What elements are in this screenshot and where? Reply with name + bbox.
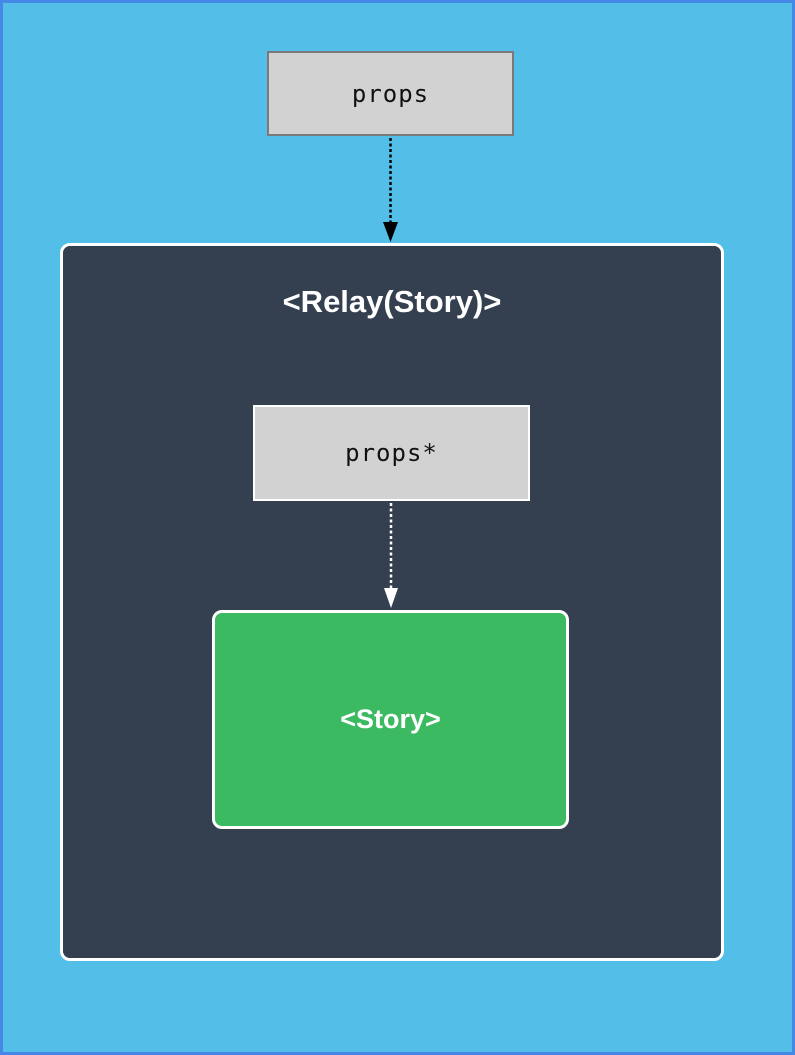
props-node-label: props: [351, 79, 430, 108]
arrow-down-icon: [383, 138, 398, 242]
props-node: props: [267, 51, 514, 136]
relay-container-node: <Relay(Story)> props* <Story>: [60, 243, 724, 961]
relay-container-title: <Relay(Story)>: [282, 284, 502, 319]
props-star-node: props*: [253, 405, 530, 501]
story-node: <Story>: [212, 610, 569, 829]
story-node-label: <Story>: [340, 704, 441, 734]
props-star-node-label: props*: [345, 439, 438, 467]
